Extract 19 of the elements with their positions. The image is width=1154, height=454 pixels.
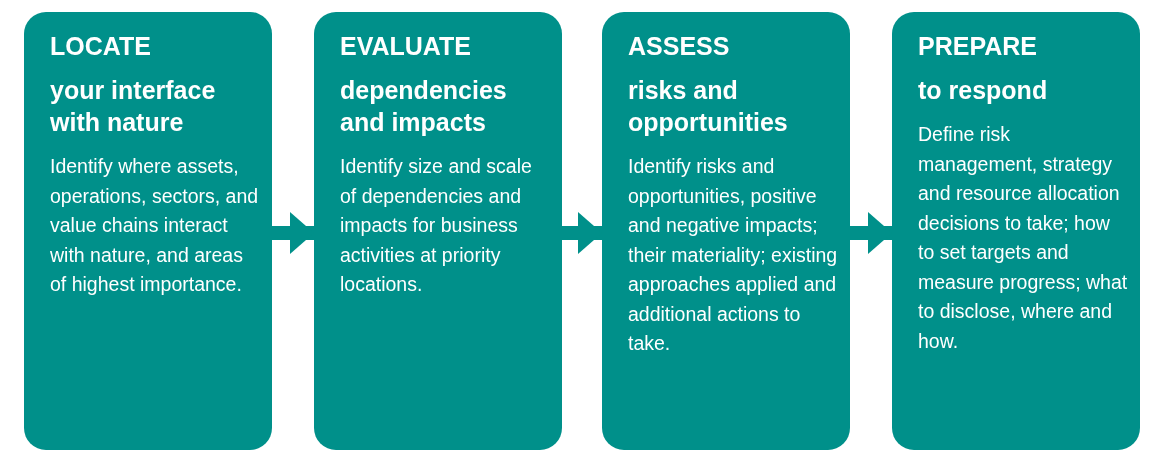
step-box (602, 12, 850, 450)
step-subtitle: risks and opportunities (628, 75, 789, 138)
step-title: LOCATE (50, 31, 152, 62)
step-subtitle: your interface with nature (50, 75, 217, 138)
arrow (850, 212, 892, 254)
step-title: ASSESS (628, 31, 731, 62)
step-title: EVALUATE (340, 31, 473, 62)
step-box (24, 12, 272, 450)
arrow (562, 212, 602, 254)
step-box (892, 12, 1140, 450)
step-description: Define risk management, strategy and resource allocation decisions to take; how to set targets and measure progress; what to disclose, where and how. (918, 122, 1128, 354)
arrow (272, 212, 314, 254)
step-description: Identify where assets, operations, sectors, and value chains interact with nature, and areas of highest importance. (50, 154, 260, 297)
step-box (314, 12, 562, 450)
step-description: Identify size and scale of dependencies and impacts for business activities at priority locations. (340, 154, 533, 297)
step-description: Identify risks and opportunities, positive and negative impacts; their materiality; existing approaches applied and additional actions to take. (628, 154, 838, 356)
step-subtitle: to respond (918, 75, 1049, 106)
step-title: PREPARE (918, 31, 1038, 62)
step-subtitle: dependencies and impacts (340, 75, 508, 138)
